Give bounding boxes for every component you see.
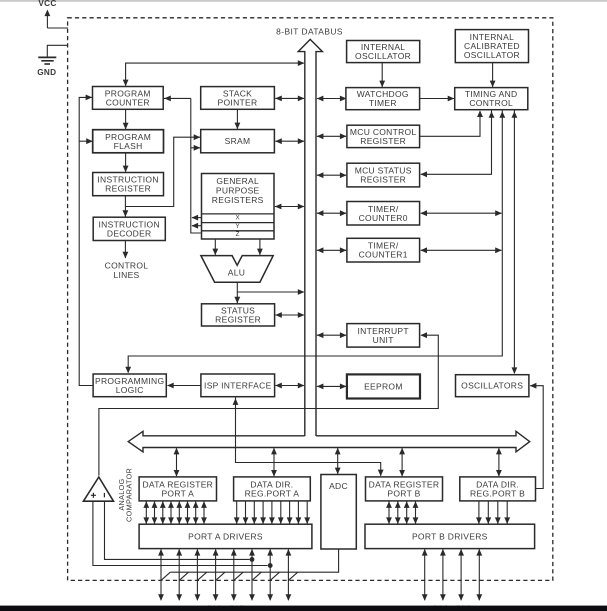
svg-text:TIMER/: TIMER/: [368, 204, 399, 214]
svg-text:POINTER: POINTER: [218, 97, 258, 107]
svg-text:8-BIT DATABUS: 8-BIT DATABUS: [276, 26, 343, 36]
svg-text:PORT B: PORT B: [387, 488, 420, 498]
svg-text:CONTROL: CONTROL: [469, 98, 513, 108]
svg-text:REG.PORT A: REG.PORT A: [245, 488, 300, 498]
svg-text:VCC: VCC: [38, 0, 56, 8]
svg-text:CALIBRATED: CALIBRATED: [464, 41, 520, 51]
svg-text:PROGRAM: PROGRAM: [105, 88, 151, 98]
svg-text:DATA DIR.: DATA DIR.: [250, 479, 293, 489]
svg-text:GND: GND: [37, 68, 56, 77]
svg-text:CONTROL: CONTROL: [105, 260, 149, 270]
svg-text:MCU STATUS: MCU STATUS: [355, 166, 412, 176]
svg-text:X: X: [235, 215, 239, 222]
svg-text:STACK: STACK: [223, 88, 252, 98]
svg-text:PROGRAM: PROGRAM: [105, 132, 151, 142]
svg-text:LOGIC: LOGIC: [116, 385, 144, 395]
svg-text:COUNTER: COUNTER: [106, 97, 150, 107]
svg-text:COUNTER0: COUNTER0: [359, 213, 408, 223]
svg-text:LINES: LINES: [113, 270, 139, 280]
svg-text:REGISTER: REGISTER: [105, 184, 151, 194]
svg-text:INSTRUCTION: INSTRUCTION: [97, 175, 158, 185]
svg-text:DATA REGISTER: DATA REGISTER: [142, 479, 213, 489]
svg-text:REG.PORT B: REG.PORT B: [470, 488, 525, 498]
svg-text:UNIT: UNIT: [373, 335, 394, 345]
svg-text:INTERRUPT: INTERRUPT: [358, 326, 409, 336]
svg-text:DECODER: DECODER: [107, 228, 152, 238]
svg-text:MCU CONTROL: MCU CONTROL: [350, 127, 417, 137]
svg-text:DATA DIR.: DATA DIR.: [476, 479, 519, 489]
svg-text:ISP INTERFACE: ISP INTERFACE: [204, 380, 272, 390]
svg-text:Z: Z: [236, 231, 240, 238]
svg-text:ANALOG: ANALOG: [117, 478, 126, 510]
svg-text:TIMER: TIMER: [369, 98, 397, 108]
svg-text:PORT B DRIVERS: PORT B DRIVERS: [412, 531, 488, 541]
svg-text:OSCILLATORS: OSCILLATORS: [461, 381, 523, 391]
svg-text:TIMER/: TIMER/: [368, 241, 399, 251]
svg-text:Y: Y: [235, 223, 239, 230]
svg-text:INTERNAL: INTERNAL: [470, 32, 514, 42]
svg-text:COMPARATOR: COMPARATOR: [125, 468, 134, 522]
svg-text:REGISTER: REGISTER: [360, 136, 406, 146]
svg-text:PORT A DRIVERS: PORT A DRIVERS: [188, 531, 263, 541]
svg-text:REGISTERS: REGISTERS: [212, 195, 264, 205]
svg-text:GENERAL: GENERAL: [216, 176, 259, 186]
svg-text:INTERNAL: INTERNAL: [361, 42, 405, 52]
svg-text:TIMING AND: TIMING AND: [465, 89, 518, 99]
svg-text:OSCILLATOR: OSCILLATOR: [464, 50, 520, 60]
svg-text:ADC: ADC: [329, 481, 348, 491]
svg-text:DATA REGISTER: DATA REGISTER: [369, 479, 440, 489]
svg-text:STATUS: STATUS: [221, 305, 255, 315]
svg-text:REGISTER: REGISTER: [215, 314, 261, 324]
svg-text:EEPROM: EEPROM: [364, 381, 403, 391]
svg-text:FLASH: FLASH: [114, 141, 143, 151]
svg-text:PURPOSE: PURPOSE: [216, 186, 260, 196]
svg-text:WATCHDOG: WATCHDOG: [357, 89, 409, 99]
svg-text:COUNTER1: COUNTER1: [359, 250, 408, 260]
svg-text:PROGRAMMING: PROGRAMMING: [95, 376, 164, 386]
svg-text:SRAM: SRAM: [225, 136, 251, 146]
svg-text:ALU: ALU: [228, 267, 245, 277]
svg-text:REGISTER: REGISTER: [360, 175, 406, 185]
svg-text:OSCILLATOR: OSCILLATOR: [355, 51, 411, 61]
svg-text:PORT A: PORT A: [161, 488, 194, 498]
svg-text:INSTRUCTION: INSTRUCTION: [99, 219, 160, 229]
